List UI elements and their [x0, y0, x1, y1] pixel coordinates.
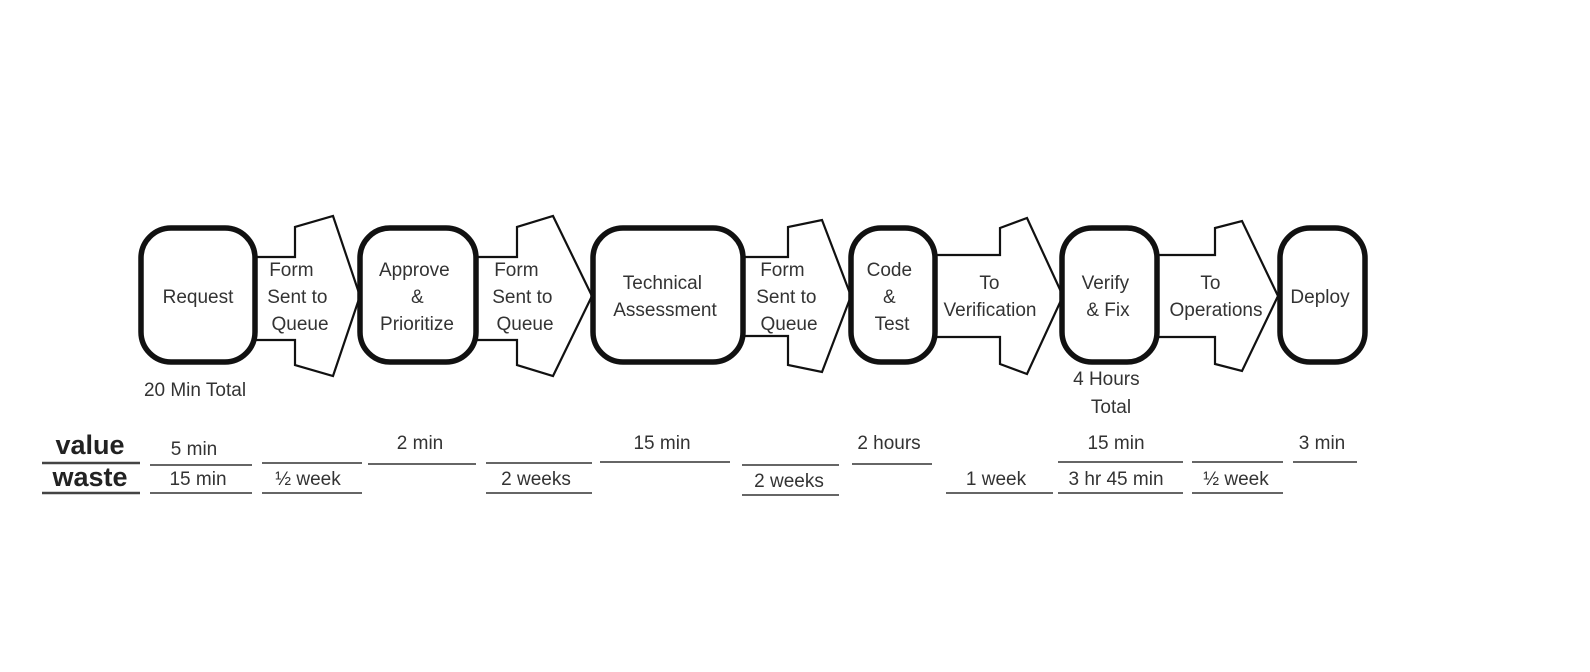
arrow-form-sent-to-queue-3: [736, 218, 853, 374]
stage-label-code: Code & Test: [867, 260, 918, 335]
waste-to-operations: ½ week: [1203, 469, 1269, 490]
stage-label-deploy: Deploy: [1290, 287, 1350, 308]
waste-row-label: waste: [51, 462, 127, 492]
waste-form-2: 2 weeks: [501, 469, 571, 490]
value-approve: 2 min: [397, 433, 443, 454]
stage-box-approve: [357, 225, 479, 365]
arrow-to-operations: [1150, 219, 1280, 373]
stage-label-technical: Technical Assessment: [613, 273, 717, 321]
waste-to-verification: 1 week: [966, 469, 1027, 490]
transfer-label-form-1: Form Sent to Queue: [267, 260, 333, 335]
verify-total: 4 Hours Total: [1073, 369, 1145, 418]
transfer-label-form-3: Form Sent to Queue: [756, 260, 822, 335]
waste-verify: 3 hr 45 min: [1068, 469, 1163, 490]
value-verify: 15 min: [1087, 433, 1144, 454]
stage-label-request: Request: [163, 287, 234, 308]
transfer-label-to-operations: To Operations: [1170, 273, 1263, 321]
waste-form-1: ½ week: [275, 469, 341, 490]
stage-box-deploy: [1277, 225, 1368, 365]
transfer-label-to-verification: To Verification: [944, 273, 1037, 321]
stage-label-approve: Approve & Prioritize: [379, 260, 455, 335]
stage-box-code: [848, 225, 938, 365]
stage-label-verify: Verify & Fix: [1082, 273, 1135, 321]
value-deploy: 3 min: [1299, 433, 1345, 454]
transfer-label-form-2: Form Sent to Queue: [492, 260, 558, 335]
arrow-to-verification: [926, 216, 1065, 376]
request-total: 20 Min Total: [144, 380, 246, 401]
stage-box-technical: [590, 225, 746, 365]
waste-form-3: 2 weeks: [754, 471, 824, 492]
value-technical: 15 min: [633, 433, 690, 454]
stage-box-request: [138, 225, 258, 365]
waste-request: 15 min: [169, 469, 226, 490]
value-row-label: value: [55, 430, 124, 460]
arrow-form-sent-to-queue-2: [466, 214, 594, 378]
stage-box-verify: [1059, 225, 1160, 365]
arrow-form-sent-to-queue-1: [243, 214, 362, 378]
value-request: 5 min: [171, 439, 217, 460]
value-code: 2 hours: [857, 433, 920, 454]
